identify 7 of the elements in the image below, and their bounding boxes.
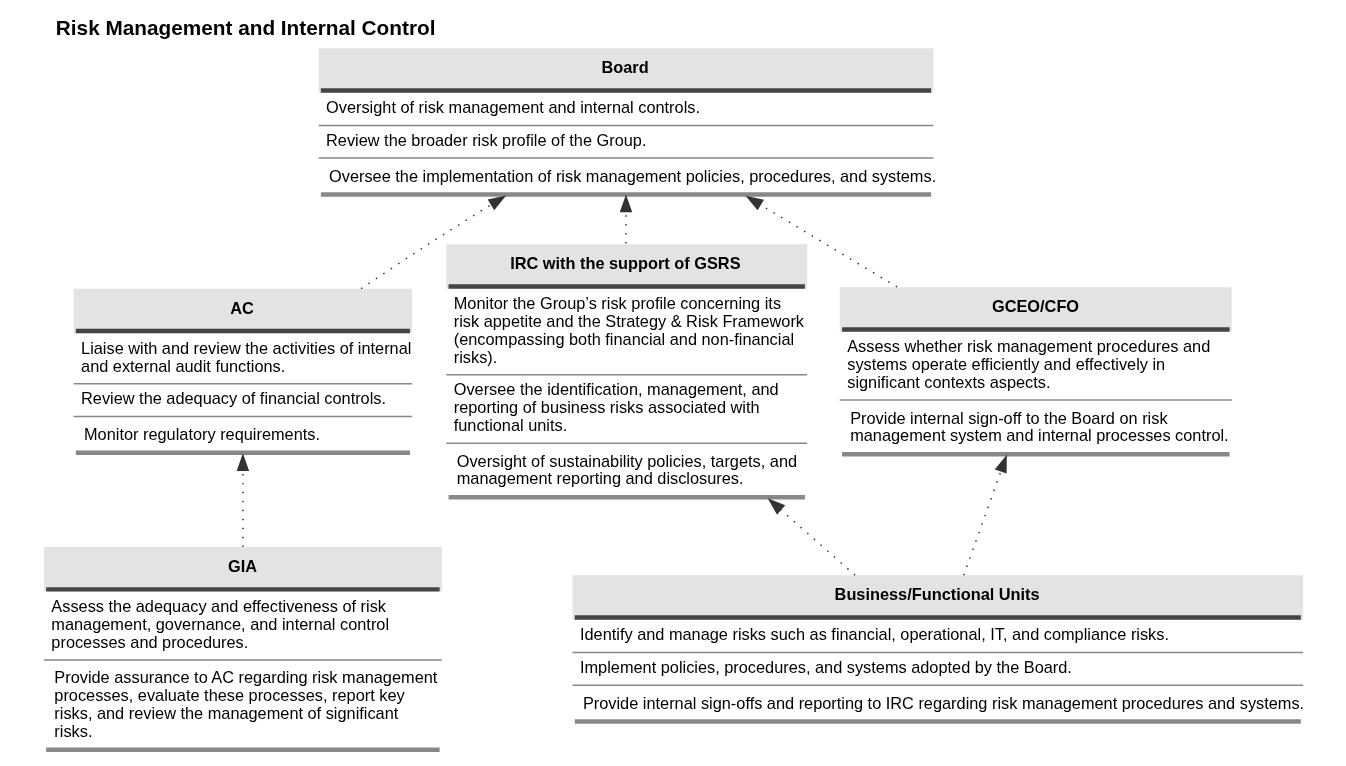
arrow bbox=[745, 195, 898, 288]
arrow bbox=[359, 195, 506, 290]
arrow bbox=[619, 194, 632, 245]
diagram-title: Risk Management and Internal Control bbox=[55, 16, 435, 40]
arrow bbox=[767, 498, 856, 576]
arrow bbox=[236, 453, 249, 548]
arrow bbox=[962, 454, 1007, 576]
